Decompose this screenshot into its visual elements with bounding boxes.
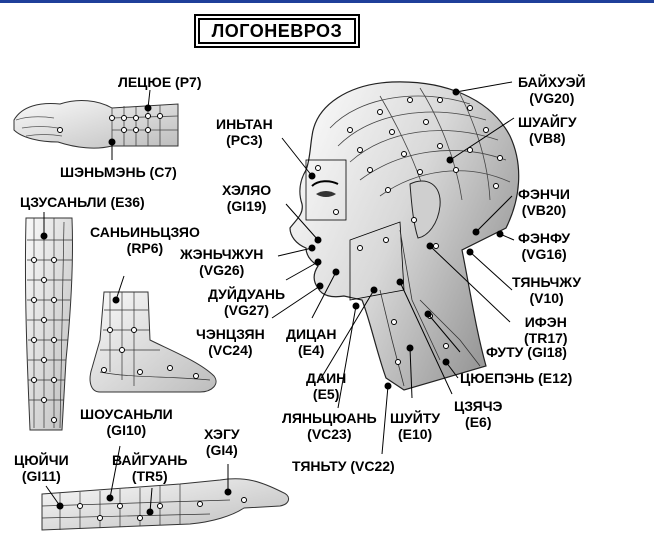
foot-shape [89,291,217,393]
arm-illustration [41,445,289,531]
hand-shape [13,100,179,149]
label-tszyache: ЦЗЯЧЭ(E6) [454,398,503,430]
label-futu: ФУТУ (GI18) [486,344,567,360]
label-shuaygu: ШУАЙГУ(VB8) [518,114,577,146]
label-inyan: ИНЬТАН(PC3) [216,116,273,148]
foot-illustration [89,275,217,393]
top-accent-rule [0,0,654,3]
label-shuitu: ШУЙТУ(E10) [390,410,441,442]
leg-shape [24,217,74,431]
label-tszusanli: ЦЗУСАНЬЛИ (E36) [20,194,145,210]
label-leczoe: ЛЕЦЮЕ (P7) [118,74,202,90]
label-ifen: ИФЭН(TR17) [524,314,568,346]
head-illustration [271,81,520,455]
label-fenchi: ФЭНЧИ(VB20) [518,186,570,218]
label-zhenchzhun: ЖЭНЬЧЖУН(VG26) [180,246,264,278]
point-tr5 [146,508,154,516]
page-title: ЛОГОНЕВРОЗ [198,18,356,44]
hand-illustration [13,89,179,160]
label-ditsan: ДИЦАН(E4) [286,326,337,358]
head-shape [289,81,520,391]
label-tsyuepen: ЦЮЕПЭНЬ (E12) [460,370,573,386]
label-tyanchzhu: ТЯНЬЧЖУ(V10) [512,274,582,306]
label-baihuei: БАЙХУЭЙ(VG20) [518,74,586,106]
label-duiduan: ДУЙДУАНЬ(VG27) [208,286,285,318]
label-shenmen: ШЭНЬМЭНЬ (C7) [60,164,177,180]
label-fenfu: ФЭНФУ(VG16) [518,230,571,262]
leg-illustration [24,212,74,431]
label-helyao: ХЭЛЯО(GI19) [222,182,272,214]
title-frame: ЛОГОНЕВРОЗ [194,14,360,48]
label-saninjiao: САНЬИНЬЦЗЯО(RP6) [90,224,200,256]
label-lyantsyuan: ЛЯНЬЦЮАНЬ(VC23) [282,410,377,442]
label-chentszyan: ЧЭНЦЗЯН(VC24) [196,326,265,358]
label-tsyuichi: ЦЮЙЧИ(GI11) [14,452,69,484]
label-vaiguan: ВАЙГУАНЬ(TR5) [112,452,188,484]
ear-shape [409,180,441,239]
label-shousanli: ШОУСАНЬЛИ(GI10) [80,406,173,438]
label-hegu: ХЭГУ(GI4) [204,426,240,458]
label-tyantu: ТЯНЬТУ (VC22) [292,458,395,474]
label-dain: ДАИН(E5) [306,370,347,402]
